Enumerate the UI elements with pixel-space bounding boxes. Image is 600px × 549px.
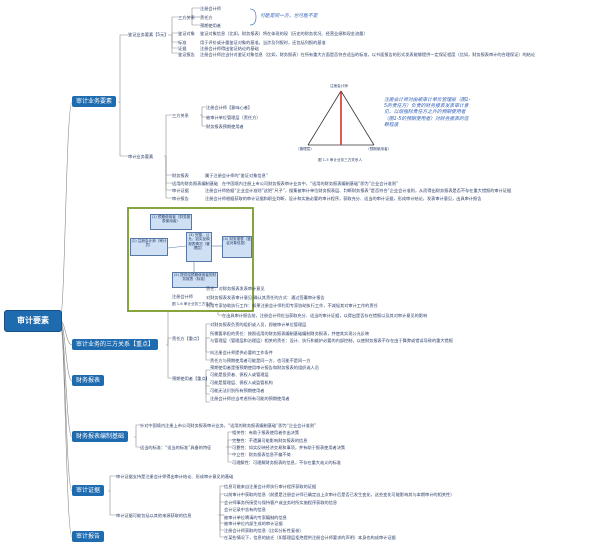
sec2-resp-1: 对财务报表负责的组织或人员，即被审计单位管理层 xyxy=(210,322,307,327)
label-fs: 财务报表 xyxy=(172,173,189,178)
sec2-user-3: 可能是管理层、债权人或监管机构 xyxy=(210,380,273,385)
sec5-sub-5: 被审计单位聘请的专家编制的信息 xyxy=(224,515,287,520)
sec5-sub-4: 会计记录中含有的信息 xyxy=(224,507,266,512)
triad2-cpa: 注册会计师【意味心者】 xyxy=(206,105,253,110)
node-audit-elements[interactable]: 审计业务要素 xyxy=(72,96,117,107)
label-fw: 适用的财务报表编制基础 xyxy=(172,181,219,186)
root-node[interactable]: 审计要素 xyxy=(4,310,62,332)
inset-box-cpa: (2) 注册会计师（审计员） xyxy=(130,238,168,256)
sec2-cpa-1: 责任：对财务报表发表审计意见 xyxy=(206,286,265,291)
sec4-item-8: 可理解性：可理解财务报表的信息，不存在重大歧义的标准 xyxy=(232,460,341,465)
desc-fs: 属于注册会计师的“鉴证对象信息” xyxy=(205,173,268,178)
sec5-sub-2: 以前审计中获取的信息（前提是注册会计师已确定自上次审计后是否已发生变化，这些变化… xyxy=(224,492,455,497)
sec2-cpa-2: 对财务报表发表审计意见 确认其责任的方式：通过签署审计报告 xyxy=(206,295,325,300)
sec5-sub-1: 信息可能来自注册会计师执行审计程序获取的证据 xyxy=(224,484,317,489)
desc-ev: 注册会计师依据“企业会计准则”这把“尺子”，搜集被审计单位财务报表层、判断财务报… xyxy=(205,188,512,193)
inset-box-standard: (5) 提供给预期使用者的财务报表（标准） xyxy=(172,272,218,288)
sec2-resp-4: 向注册会计师提供必要的工作条件 xyxy=(210,350,273,355)
sec5-item-1: 审计证据支持是注册会计师得出审计结论、形成审计意见的基础 xyxy=(116,474,234,479)
node-audit-evidence[interactable]: 审计证据 xyxy=(72,485,105,496)
triad-user: 预期使用者 xyxy=(200,23,221,28)
node-financial-statements[interactable]: 财务报表 xyxy=(72,375,105,386)
sec5-sub-3: 会计师事务所接受与保持客户或业务时所实施程序获取的信息 xyxy=(224,500,338,505)
sec4-item-2: 相关性：有助于报表使用者作出决策 xyxy=(232,430,300,435)
desc-report: 注册会计师应当针对鉴证对象信息（比如，财务报表）在所有重大方面是否符合适当的标准… xyxy=(200,52,536,57)
sec2-user-1: 预期使用者是指预期使用审计报告和财务报表的组织或人员 xyxy=(210,365,319,370)
sec5-sub-7: 注册会计师获取的信息（比如分析性复核） xyxy=(224,528,304,533)
desc-standard: 用于评价或计量鉴证对象的基准，当涉及列报时，还包括列报的基准 xyxy=(200,40,326,45)
label-standard: 标准 xyxy=(178,40,187,45)
label-object: 鉴证对象 xyxy=(178,31,195,36)
sec4-item-3: 完整性：不遗漏可能影响财务报表的信息 xyxy=(232,438,308,443)
node-audit-report[interactable]: 审计报告 xyxy=(72,531,105,542)
sec2-user-4: 可能无法识别所有预期使用者 xyxy=(210,388,265,393)
label-three-party-2: 三方关系 xyxy=(172,113,189,118)
desc-rp: 注册会计师根据获取的审计证据和职业判断，设计和实施必要的审计程序，获取充分、适当… xyxy=(205,196,482,201)
label-audit-elements: 审计业务要素 xyxy=(128,154,154,159)
triangle-caption: 图 1-5 审计业务三方关系人 xyxy=(318,158,363,162)
desc-evidence: 注册会计师得出鉴证结论的基础 xyxy=(200,46,259,51)
sec4-item-6: 中立性：财务报表信息不偏不倚 xyxy=(232,452,291,457)
node-three-party[interactable]: 审计业务的三方关系【重点】 xyxy=(72,339,159,350)
sec2-cpa-4: 在出具审计报告前，注册会计师应当获取充分、适当的审计证据，以得出是否存在错报以及… xyxy=(222,313,428,318)
label-rp: 审计报告 xyxy=(172,196,189,201)
sec2-resp-2: 所需要承担的责任：按照适用的财务报表编制基础编制财务报表，并使其实现公允反映 xyxy=(210,331,370,336)
label-three-party: 三方关系 xyxy=(178,15,195,20)
sec2-cpa: 注册会计师 xyxy=(172,294,193,299)
triangle-right: （预期使用者） xyxy=(366,147,392,151)
node-reporting-framework[interactable]: 财务报表编制基础 xyxy=(72,431,129,442)
sec2-resp-5: 责任方与预期使用者可能是同一方，也可能不是同一方 xyxy=(210,358,311,363)
inset-box-user: (1) 预期使用者（财务报表使用者） xyxy=(150,214,192,230)
sec5-item-2: 审计证据可能包括以其他来源获取的信息 xyxy=(116,513,192,518)
inset-box-fs: (4) 财务报表（鉴证对象信息） xyxy=(222,236,252,258)
sec4-item-4: 可靠性：如实反映经济交易和事项，并有助于报表使用者决策 xyxy=(232,445,346,450)
label-evidence: 证据 xyxy=(178,46,187,51)
desc-object: 鉴证对象信息（比如，财务报表）将在体现的现（历史的财务状况、经营业绩和现金流量） xyxy=(200,31,368,36)
sec4-item-1: 针对中国境内注册上市公司财务报表审计业务，“适用的财务报表编制基础”即为“企业会… xyxy=(140,423,317,428)
triad2-mgmt: 被审计单位管理层（责任方） xyxy=(206,115,261,120)
triad2-user: 财务报表预期使用者 xyxy=(206,124,244,129)
note-triangle: 注册会计师对由被审计单位管理层（图1-5的责任方）负责的财务报表发表审计意见，以… xyxy=(384,98,471,128)
sec5-sub-6: 被审计单位内部生成的审计证据 xyxy=(224,521,283,526)
sec2-user: 预期使用者【重点】 xyxy=(172,376,210,381)
sec2-resp: 责任方【重点】 xyxy=(172,336,202,341)
label-assurance-elements: 鉴证业务要素【5元】 xyxy=(128,32,169,37)
triangle-top: 注册会计师 xyxy=(330,84,348,88)
triad-cpa: 注册会计师 xyxy=(200,6,221,11)
sec2-user-2: 可能是投资者、债权人或管理层 xyxy=(210,372,269,377)
label-report: 鉴证报告 xyxy=(178,52,195,57)
triad-resp: 责任方 xyxy=(200,15,213,20)
sec2-user-5: 注册会计师应当考虑所有可能的预期使用者 xyxy=(210,396,290,401)
sec4-item-7: 适当的标准：“适当的标准”具备的特征 xyxy=(140,445,212,450)
sec5-sub-8: 在某些情况下，信息的缺乏（如管理层拒绝提供注册会计师要求的声明）本身也构成审计证… xyxy=(224,535,396,540)
triangle-left: （管理层） xyxy=(296,147,314,151)
sec2-resp-3: 与管理层（管理层和治理层）相关的责任：设计、执行和维护必要的内部控制，以使财务报… xyxy=(210,338,453,343)
sec2-cpa-3: 利用专家协助执行工作：如果注册会计师利用专家协助执行工作，不减轻其对审计工作的责… xyxy=(206,303,378,308)
inset-box-mgmt: (3) 完整、公允、如实反映报表情况（管理层） xyxy=(186,232,212,262)
desc-fw: 在中国境内注册上市公司财务报表审计业务中，“适用的财务报表编制基础”即为“企业会… xyxy=(222,181,399,186)
note-same-party: 可能是同一方，也可能不是 xyxy=(260,14,318,19)
label-ev: 审计证据 xyxy=(172,188,189,193)
inset-caption: 图 1-6 审计业务三方关系 xyxy=(172,302,213,306)
